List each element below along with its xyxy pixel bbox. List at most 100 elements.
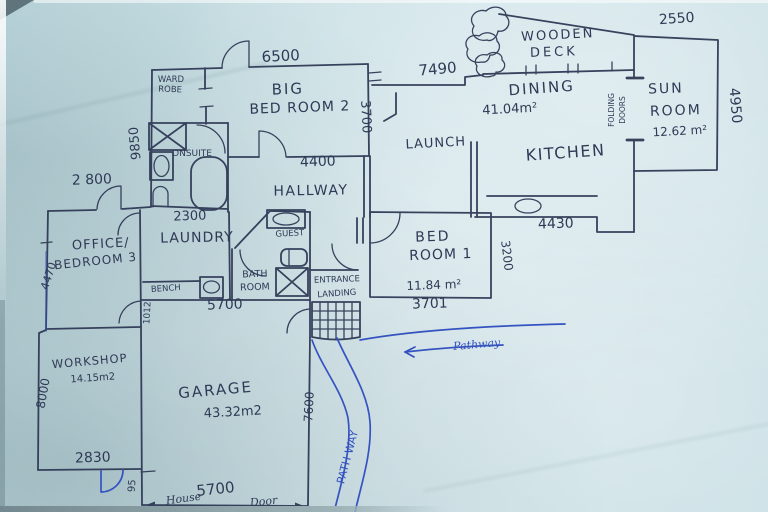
label-kitchen: KITCHEN <box>525 140 606 165</box>
label-guest: GUEST <box>275 228 305 240</box>
wall-bedroom2-bottom <box>227 155 370 158</box>
area-workshop: 14.15m2 <box>70 371 115 385</box>
walls-layer <box>37 6 719 510</box>
wall-west-wing-left <box>150 69 153 207</box>
dim-9850: 9850 <box>127 126 145 160</box>
wall-onsuite-bottom <box>150 205 229 210</box>
dim-4430: 4430 <box>538 215 574 232</box>
pathway-branch-lower <box>404 344 504 353</box>
wall-workshop-bottom <box>37 468 142 471</box>
label-robe: ROBE <box>158 85 182 96</box>
label-ward: WARD <box>158 75 185 85</box>
area-sun-room: 12.62 m² <box>652 123 708 140</box>
bench-box <box>199 276 224 299</box>
wall-bedroom1 <box>369 211 492 299</box>
wall-office-top <box>47 206 152 212</box>
label-bed-room-2: BED ROOM 2 <box>249 98 350 118</box>
label-house: House <box>164 490 202 508</box>
wall-bath-diagonal <box>234 210 271 249</box>
door-hall-to-office <box>117 212 141 236</box>
door-front <box>331 243 359 271</box>
wall-garage-right <box>307 336 311 506</box>
wall-laundry-right <box>228 211 231 300</box>
door-bath <box>239 249 267 277</box>
window-tick-office <box>40 241 53 244</box>
dim-2830: 2830 <box>75 449 111 466</box>
label-path-way: PATH WAY <box>334 429 361 486</box>
wall-wardrobe-top <box>151 67 223 71</box>
bench-sink <box>202 280 221 294</box>
dim-8000: 8000 <box>34 377 53 410</box>
door-landing-to-garage <box>286 308 311 334</box>
wall-workshop-left <box>37 329 47 471</box>
label-room-1: ROOM 1 <box>409 246 473 264</box>
area-garage: 43.32m2 <box>203 403 262 421</box>
wall-deck-edge <box>482 69 635 75</box>
label-deck: DECK <box>530 44 578 61</box>
wall-office-bottom <box>45 326 141 330</box>
dim-7600: 7600 <box>301 391 317 422</box>
deck-board-ticks <box>525 61 613 76</box>
dim-3200: 3200 <box>498 239 516 271</box>
label-onsuite: ONSUITE <box>172 149 212 159</box>
paper-edge-bottom <box>0 506 446 512</box>
wall-bedroom2-right <box>367 63 370 157</box>
label-wooden: WOODEN <box>521 26 595 45</box>
dim-3701: 3701 <box>412 295 448 312</box>
label-laundry: LAUNDRY <box>160 229 234 246</box>
label-door: Door <box>248 494 278 510</box>
label-workshop: WORKSHOP <box>51 351 128 372</box>
label-bed: BED <box>415 228 451 245</box>
label-dining: DINING <box>508 77 576 100</box>
guest-toilet <box>280 248 308 267</box>
kitchen-sink <box>514 198 542 214</box>
wall-bath-top <box>269 210 311 213</box>
door-bedroom2-bottom <box>258 130 287 158</box>
label-entrance: ENTRANCE <box>314 274 360 286</box>
dim-5700-laundry: 5700 <box>207 296 243 313</box>
wall-wardrobe-divider <box>204 67 207 125</box>
steps-vertical-lines <box>319 301 353 341</box>
dim-2300: 2300 <box>173 208 207 224</box>
wall-office-right <box>139 209 142 328</box>
dim-2550: 2550 <box>658 10 695 28</box>
dim-5700-house: 5700 <box>196 478 236 500</box>
bush-3 <box>474 51 506 78</box>
pathway-left-edge <box>311 339 350 512</box>
front-door-frame <box>356 217 364 244</box>
steps-horizontal-lines <box>311 310 361 330</box>
door-office-to-garage <box>118 300 142 324</box>
toilet-box-onsuite <box>149 151 174 181</box>
door-onsuite <box>196 124 226 154</box>
area-bed-room-1: 11.84 m² <box>406 277 461 293</box>
label-hallway: HALLWAY <box>273 182 348 199</box>
bush-1 <box>470 6 510 42</box>
pathway-arrow <box>404 346 416 358</box>
wall-sun-room <box>633 35 719 172</box>
paper-edge-left-shadow <box>0 300 5 512</box>
door-workshop-pen <box>100 469 124 493</box>
bath-tub-onsuite <box>190 156 228 211</box>
bench-top <box>142 280 201 283</box>
dim-4470: 4470 <box>38 261 59 292</box>
dim-3700: 3700 <box>357 100 374 134</box>
label-folding: FOLDING <box>607 93 616 127</box>
pathway-branch-upper <box>359 323 566 341</box>
label-landing: LANDING <box>317 288 357 301</box>
wall-kitchen-bottom <box>474 216 635 233</box>
photo-corner-dark <box>0 0 34 20</box>
label-launch: LAUNCH <box>405 134 466 152</box>
area-dining: 41.04m² <box>482 101 538 119</box>
label-doors: DOORS <box>618 96 627 124</box>
door-ticks-wardrobe <box>198 87 214 108</box>
label-big: BIG <box>271 79 304 98</box>
label-bath: BATH <box>242 269 268 281</box>
paper-edge-top <box>34 0 768 3</box>
window-ticks-bedroom2 <box>368 71 382 82</box>
dim-7490: 7490 <box>418 58 458 79</box>
door-bedroom2-top <box>221 40 250 69</box>
bush-2 <box>465 32 501 63</box>
dim-95: 95 <box>126 479 138 493</box>
